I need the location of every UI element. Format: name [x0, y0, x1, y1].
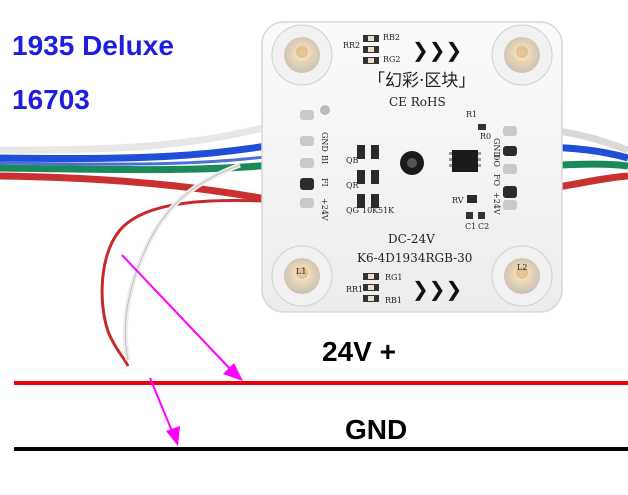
pin-left-fi: FI	[320, 178, 329, 187]
pin-right-do: DO	[492, 154, 501, 167]
silk-r1: R1	[466, 110, 477, 119]
model-code: 16703	[12, 84, 90, 115]
pin-right-24v: +24V	[492, 192, 501, 215]
resistor-array-top	[363, 35, 379, 64]
pin-left-gnd: GND	[320, 132, 329, 152]
silk-c2: C2	[478, 222, 489, 231]
led-lens-top-left	[271, 24, 333, 86]
pin-right-fo: FO	[492, 174, 501, 187]
left-solder-pads	[300, 105, 330, 208]
silk-rb1: RB1	[385, 296, 402, 305]
silk-l1: L1	[296, 267, 306, 276]
led-lens-bottom-right	[491, 245, 553, 307]
silk-qg: QG	[346, 206, 359, 215]
smd-parts	[357, 124, 486, 219]
silk-rb2: RB2	[383, 33, 400, 42]
right-solder-pads	[503, 126, 517, 210]
pin-left-bi: BI	[320, 155, 329, 164]
silk-r0: R0	[480, 132, 491, 141]
left-wire-bundle	[0, 114, 302, 209]
voltage-text: DC-24V	[388, 232, 435, 246]
positive-rail-label: 24V +	[322, 336, 396, 367]
model-title: 1935 Deluxe	[12, 30, 174, 61]
tap-wires	[100, 162, 299, 367]
silk-l2: L2	[517, 263, 527, 272]
certification-text: CE RoHS	[389, 95, 446, 109]
led-module: RR2 RG2 RB2 RR1 RG1 RB1 R1 R0 L1 L2 QB Q…	[261, 21, 563, 313]
silk-rr2: RR2	[343, 41, 360, 50]
brand-text: 「幻彩·区块」	[368, 71, 475, 91]
led-lens-top-right	[491, 24, 553, 86]
controller-ic	[449, 150, 481, 172]
silk-rr1: RR1	[346, 285, 363, 294]
silk-c1: C1	[465, 222, 476, 231]
direction-arrows-top-icon: ❯❯❯	[412, 38, 462, 62]
direction-arrows-bottom-icon: ❯❯❯	[412, 277, 462, 301]
led-lens-bottom-left	[271, 245, 333, 307]
ground-rail-label: GND	[345, 414, 408, 445]
pin-right-gnd: GND	[492, 138, 501, 158]
silk-rv: RV	[452, 196, 464, 205]
pin-left-24v: +24V	[320, 198, 329, 221]
silk-qb: QB	[346, 156, 359, 165]
part-number-text: K6-4D1934RGB-30	[357, 251, 472, 265]
silk-rg1: RG1	[385, 273, 403, 282]
resistor-array-bottom	[363, 273, 379, 302]
silk-51k: 51K	[378, 206, 395, 215]
pointer-arrows	[121, 254, 243, 446]
silk-10k: 10K	[362, 206, 379, 215]
silk-rg2: RG2	[383, 55, 401, 64]
silk-qr: QR	[346, 181, 360, 190]
